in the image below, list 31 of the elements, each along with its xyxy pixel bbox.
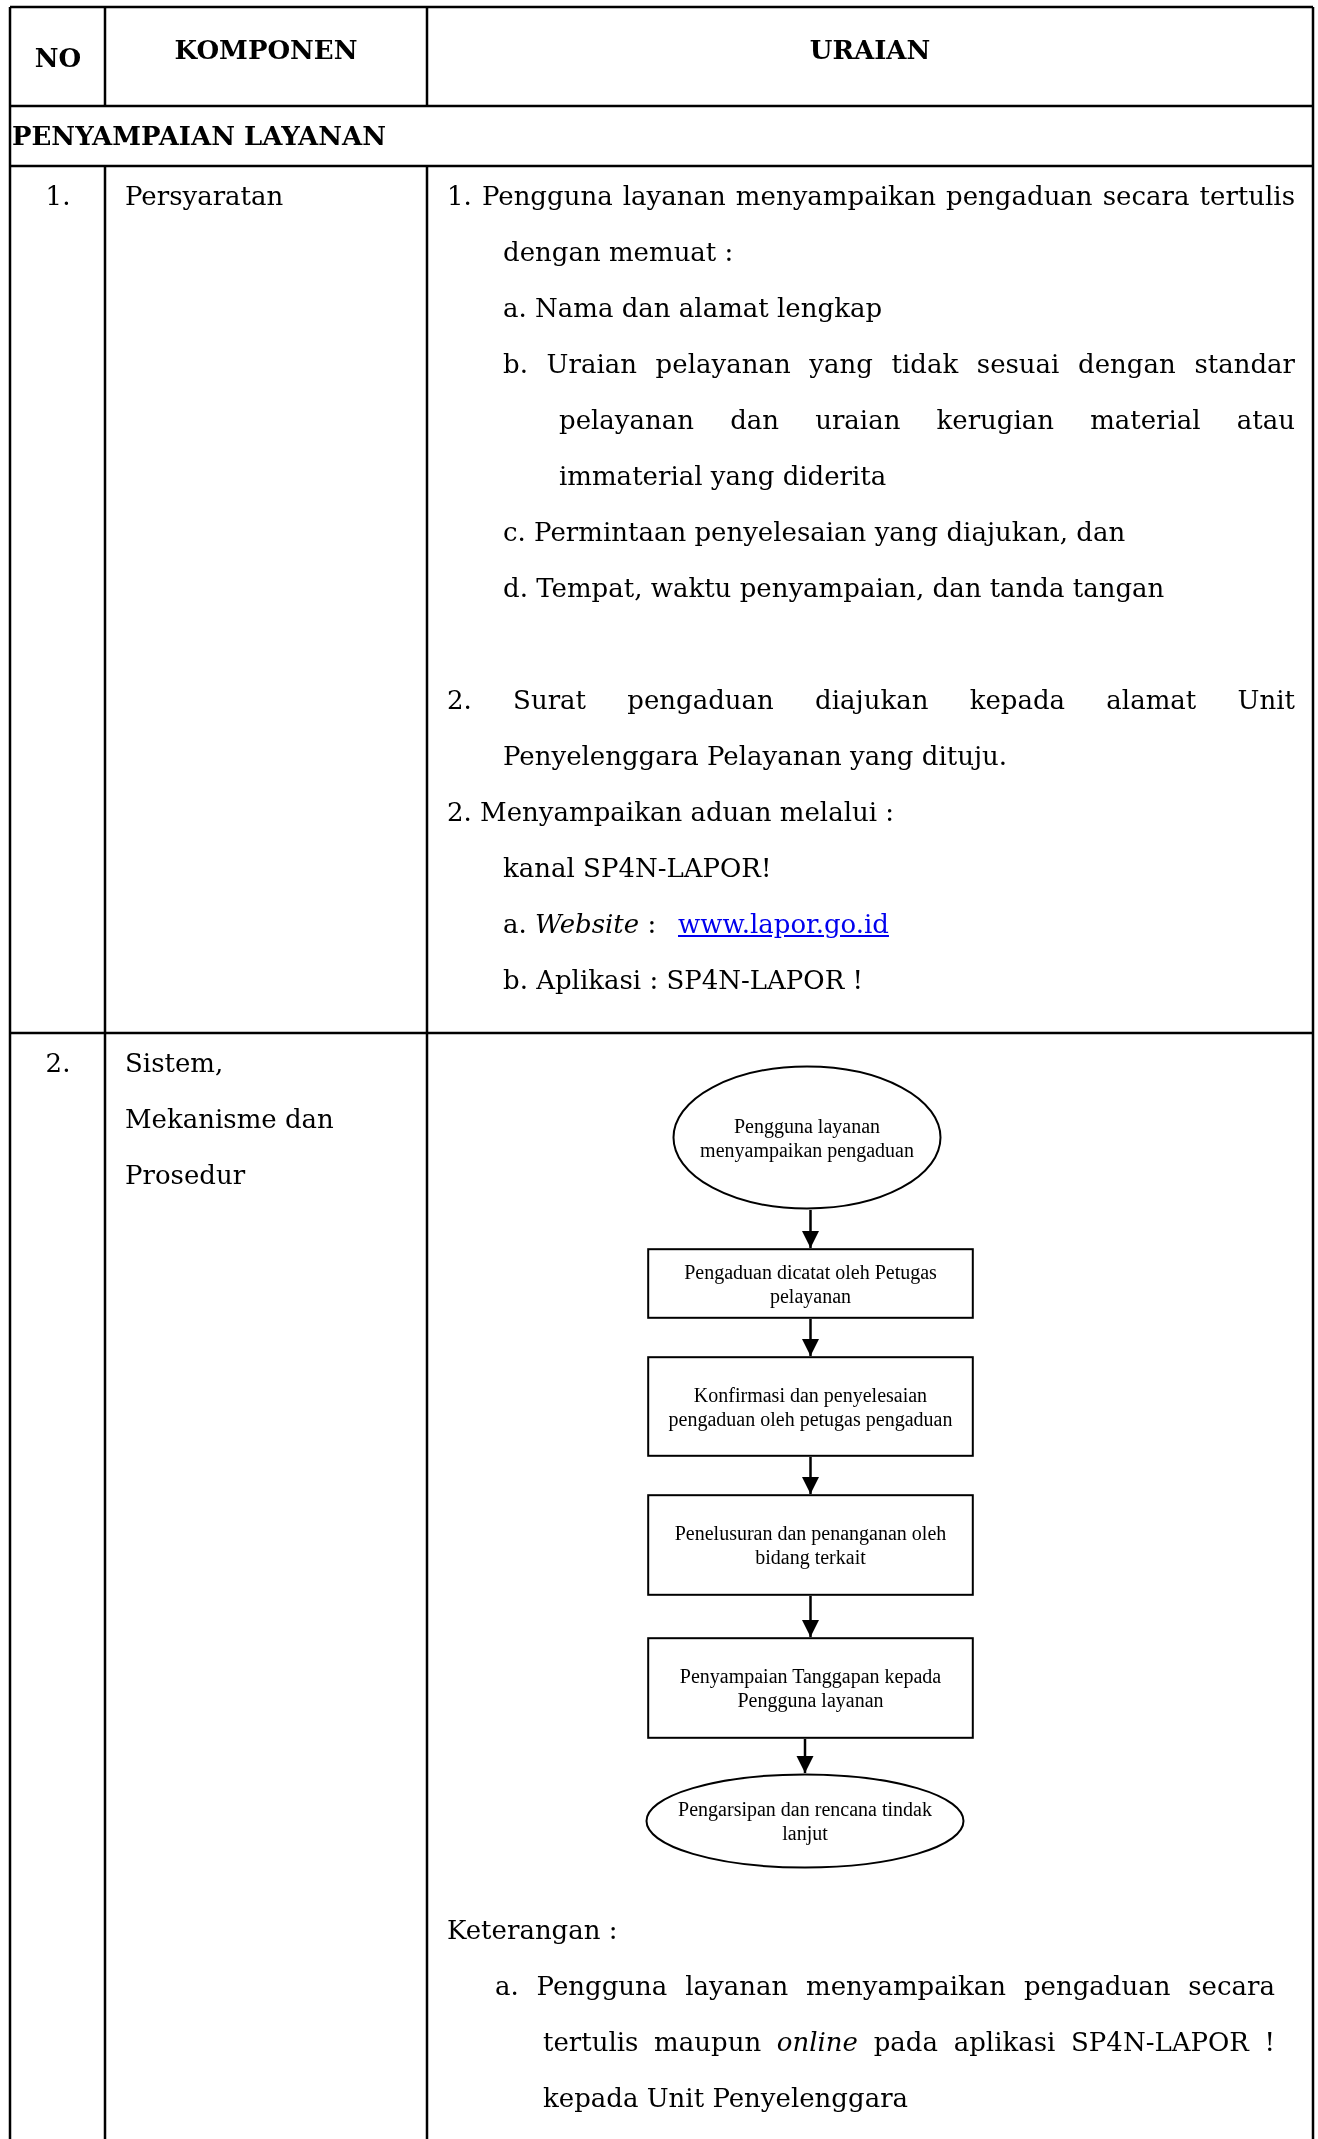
list-item: kanal SP4N-LAPOR! <box>503 852 773 885</box>
process-box: Konfirmasi dan penyelesaian pengaduan oleh petugas pengaduan <box>647 1356 974 1457</box>
list-item: 2. Menyampaikan aduan melalui : <box>447 796 896 829</box>
section-heading: PENYAMPAIAN LAYANAN <box>12 120 387 153</box>
list-item: c. Permintaan penyelesaian yang diajukan, dan <box>503 516 1127 549</box>
list-item: d. Tempat, waktu penyampaian, dan tanda tangan <box>503 572 1166 605</box>
note-heading: Keterangan : <box>447 1914 619 1947</box>
list-item: 1. Pengguna layanan menyampaikan pengaduan secara tertulis dengan memuat : <box>447 180 1295 269</box>
arrow <box>801 1596 820 1637</box>
link: www.lapor.go.id <box>678 908 889 941</box>
list-item: a. Pengguna layanan menyampaikan pengaduan secara tertulis maupun online pada aplikasi SP4N-LAPOR ! kepada Unit Penyelenggara <box>495 1970 1275 2115</box>
list-item: a. Website : <box>503 908 657 941</box>
arrow <box>801 1210 820 1248</box>
arrow <box>801 1319 820 1356</box>
process-box: Penelusuran dan penanganan oleh bidang terkait <box>647 1494 974 1596</box>
list-item: 2. Surat pengaduan diajukan kepada alamat Unit Penyelenggara Pelayanan yang dituju. <box>447 684 1295 773</box>
list-item: a. Nama dan alamat lengkap <box>503 292 884 325</box>
process-box: Penyampaian Tanggapan kepada Pengguna layanan <box>647 1637 974 1739</box>
row-number: 1. <box>44 180 72 213</box>
column-header: NO <box>33 42 83 75</box>
component-name: Persyaratan <box>125 180 285 213</box>
component-name: Sistem, Mekanisme dan Prosedur <box>125 1047 335 1192</box>
arrow <box>801 1457 820 1494</box>
column-header: KOMPONEN <box>173 34 359 67</box>
process-box: Pengaduan dicatat oleh Petugas pelayanan <box>647 1248 974 1319</box>
terminal-ellipse: Pengarsipan dan rencana tindak lanjut <box>645 1773 965 1869</box>
terminal-ellipse: Pengguna layanan menyampaikan pengaduan <box>672 1065 942 1210</box>
row-number: 2. <box>44 1047 72 1080</box>
arrow <box>796 1739 814 1773</box>
column-header: URAIAN <box>808 34 932 67</box>
list-item: b. Aplikasi : SP4N-LAPOR ! <box>503 964 864 997</box>
